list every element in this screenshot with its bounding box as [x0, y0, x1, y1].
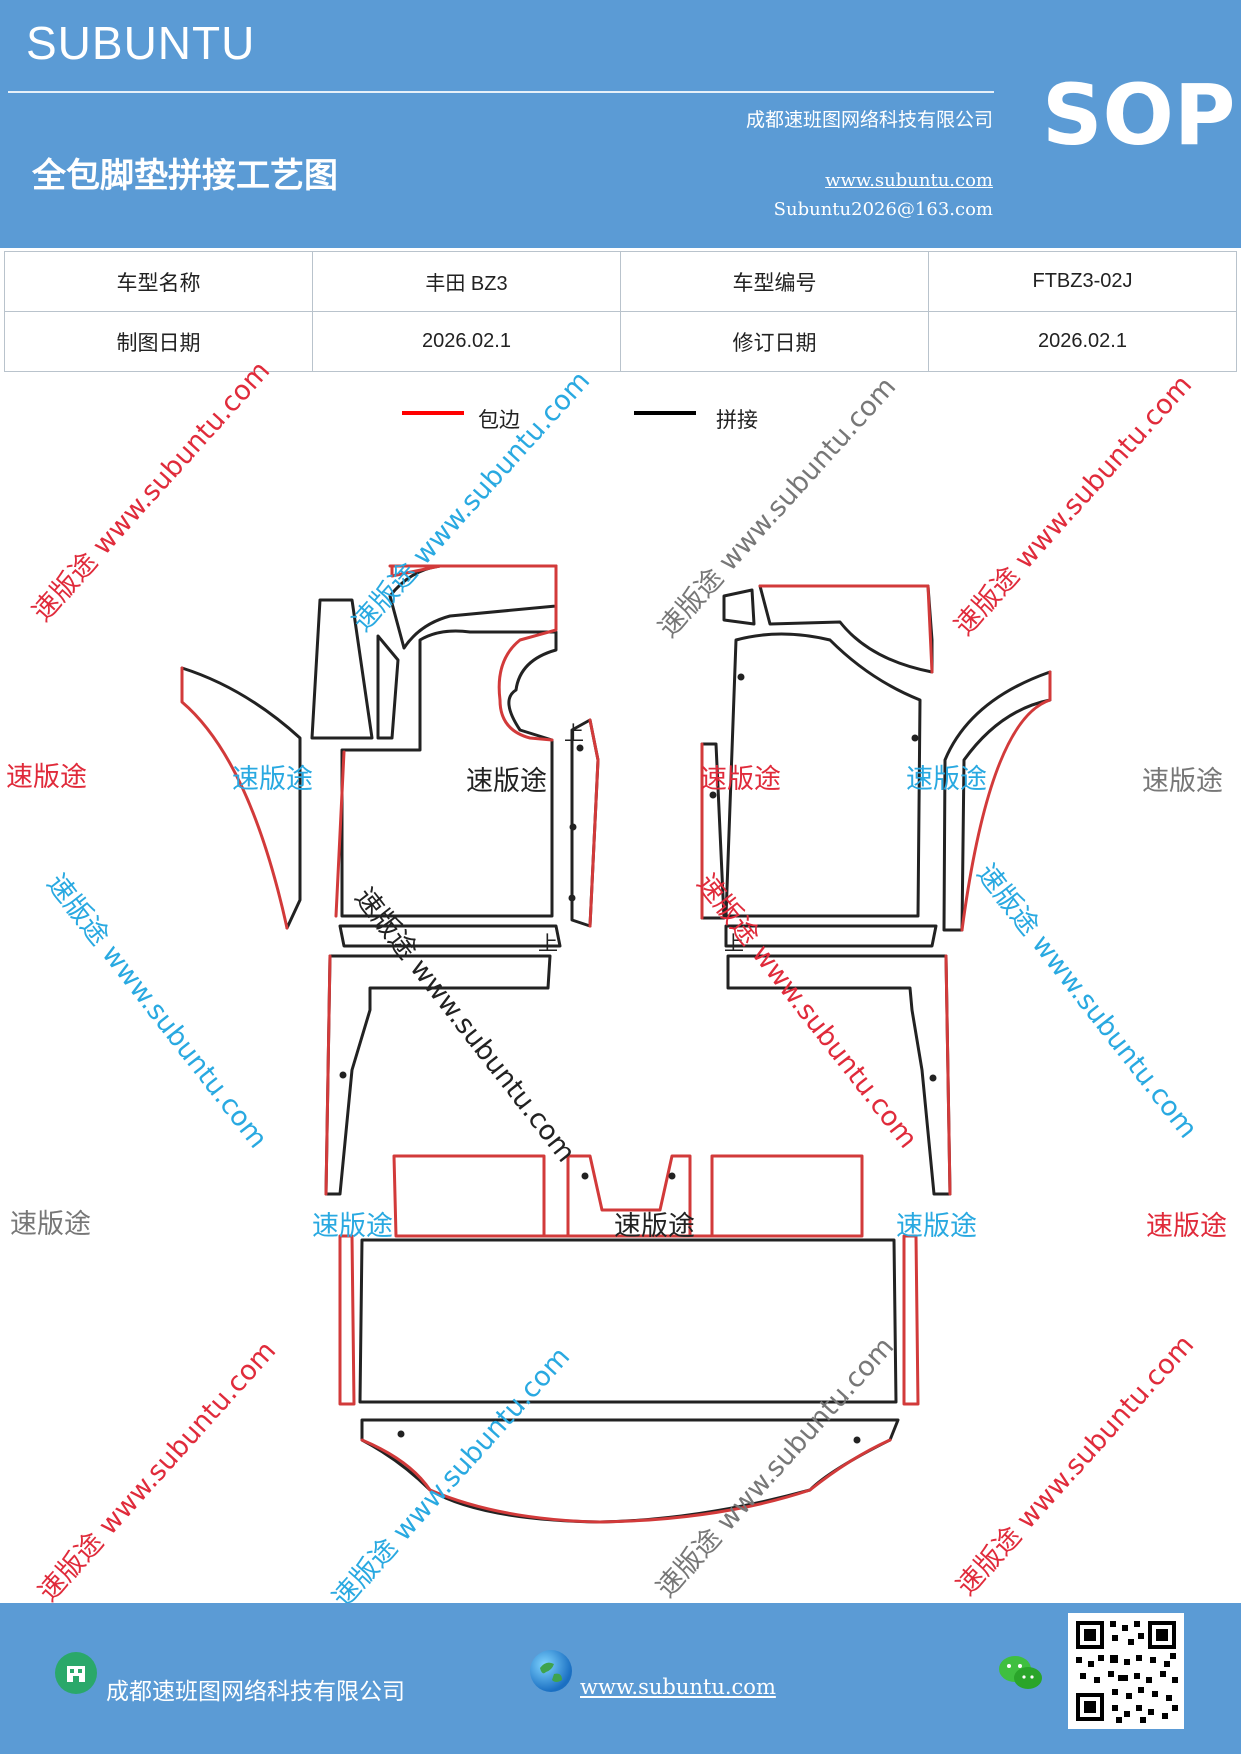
watermark-brand: 速版途	[10, 1209, 91, 1240]
revise-date-label: 修订日期	[620, 311, 929, 372]
qr-code	[1068, 1613, 1184, 1729]
left-pillar-piece	[310, 598, 374, 740]
watermark-brand: 速版途	[614, 1211, 695, 1242]
rear-left-strip	[338, 1234, 356, 1406]
wechat-icon	[996, 1653, 1046, 1693]
mount-dot	[576, 744, 584, 752]
right-upper-piece-edge	[758, 584, 934, 674]
up-marker: 上	[724, 931, 744, 955]
company-name: 成都速班图网络科技有限公司	[745, 109, 993, 131]
mount-dot	[668, 1172, 676, 1180]
right-rear-rail-edge	[944, 954, 952, 1196]
draw-date-label: 制图日期	[4, 311, 313, 372]
model-name-value: 丰田 BZ3	[312, 251, 621, 312]
watermark-brand: 速版途	[1146, 1211, 1227, 1242]
rear-seat-top-piece	[392, 1154, 864, 1238]
edge-legend-label: 包边	[478, 408, 520, 432]
watermark-brand: 速版途	[1142, 766, 1223, 797]
right-side-wall-edge	[960, 670, 1052, 932]
footer-company: 成都速班图网络科技有限公司	[106, 1679, 405, 1705]
right-sill-piece	[724, 924, 938, 948]
mount-dot	[397, 1430, 405, 1438]
mount-points	[339, 673, 937, 1444]
left-side-wall-edge	[180, 666, 289, 930]
watermark-brand: 速版途	[466, 766, 547, 797]
table-row: 制图日期 2026.02.1 修订日期 2026.02.1	[4, 311, 1237, 372]
model-code-label: 车型编号	[620, 251, 929, 312]
globe-icon	[530, 1650, 572, 1692]
mount-dot	[569, 823, 577, 831]
up-marker: 上	[564, 721, 584, 745]
mount-dot	[911, 734, 919, 742]
left-main-floor	[340, 629, 558, 918]
watermark-brand: 速版途	[6, 762, 87, 793]
joint-legend-label: 拼接	[716, 408, 758, 432]
mount-dot	[709, 791, 717, 799]
watermark-brand: 速版途	[906, 764, 987, 795]
watermark-brand: 速版途	[896, 1211, 977, 1242]
left-narrow-piece	[376, 634, 400, 740]
rear-bottom-piece-edge	[360, 1438, 892, 1524]
mount-dot	[339, 1071, 347, 1079]
draw-date-value: 2026.02.1	[312, 311, 621, 372]
watermark-brand: 速版途	[700, 764, 781, 795]
header-divider	[8, 91, 994, 93]
left-side-wall-piece	[180, 666, 302, 930]
mount-dot	[929, 1074, 937, 1082]
model-name-label: 车型名称	[4, 251, 313, 312]
left-door-strip-edge	[588, 718, 600, 928]
mount-dot	[737, 673, 745, 681]
left-rear-rail-edge	[324, 954, 332, 1196]
joint-legend-line	[634, 411, 696, 415]
right-small-tab	[722, 588, 756, 626]
edge-legend-line	[402, 411, 464, 415]
mount-dot	[568, 894, 576, 902]
left-main-floor-edge	[388, 564, 558, 742]
brand-name: SUBUNTU	[26, 17, 256, 69]
info-table: 车型名称 丰田 BZ3 车型编号 FTBZ3-02J 制图日期 2026.02.…	[4, 251, 1237, 372]
sop-label: SOP	[1042, 66, 1236, 164]
page-title: 全包脚垫拼接工艺图	[32, 156, 338, 196]
watermark-brand: 速版途	[312, 1211, 393, 1242]
up-marker: 上	[538, 931, 558, 955]
left-rear-rail	[324, 954, 552, 1196]
website-link[interactable]: www.subuntu.com	[825, 170, 993, 191]
right-side-wall-piece	[942, 670, 1052, 932]
rear-floor-main	[358, 1238, 898, 1404]
left-main-floor-side-edge	[334, 750, 346, 918]
right-main-floor	[724, 632, 922, 918]
left-sill-piece	[338, 924, 562, 948]
revise-date-value: 2026.02.1	[928, 311, 1237, 372]
right-upper-piece	[758, 584, 934, 674]
watermark-brand: 速版途	[232, 764, 313, 795]
header-banner: SUBUNTU 全包脚垫拼接工艺图 成都速班图网络科技有限公司 www.subu…	[0, 0, 1241, 248]
mount-dot	[581, 1172, 589, 1180]
footer-website[interactable]: www.subuntu.com	[580, 1675, 776, 1699]
email-address: Subuntu2026@163.com	[773, 199, 993, 220]
mount-dot	[853, 1436, 861, 1444]
building-icon	[55, 1652, 97, 1694]
rear-right-strip	[902, 1234, 920, 1406]
